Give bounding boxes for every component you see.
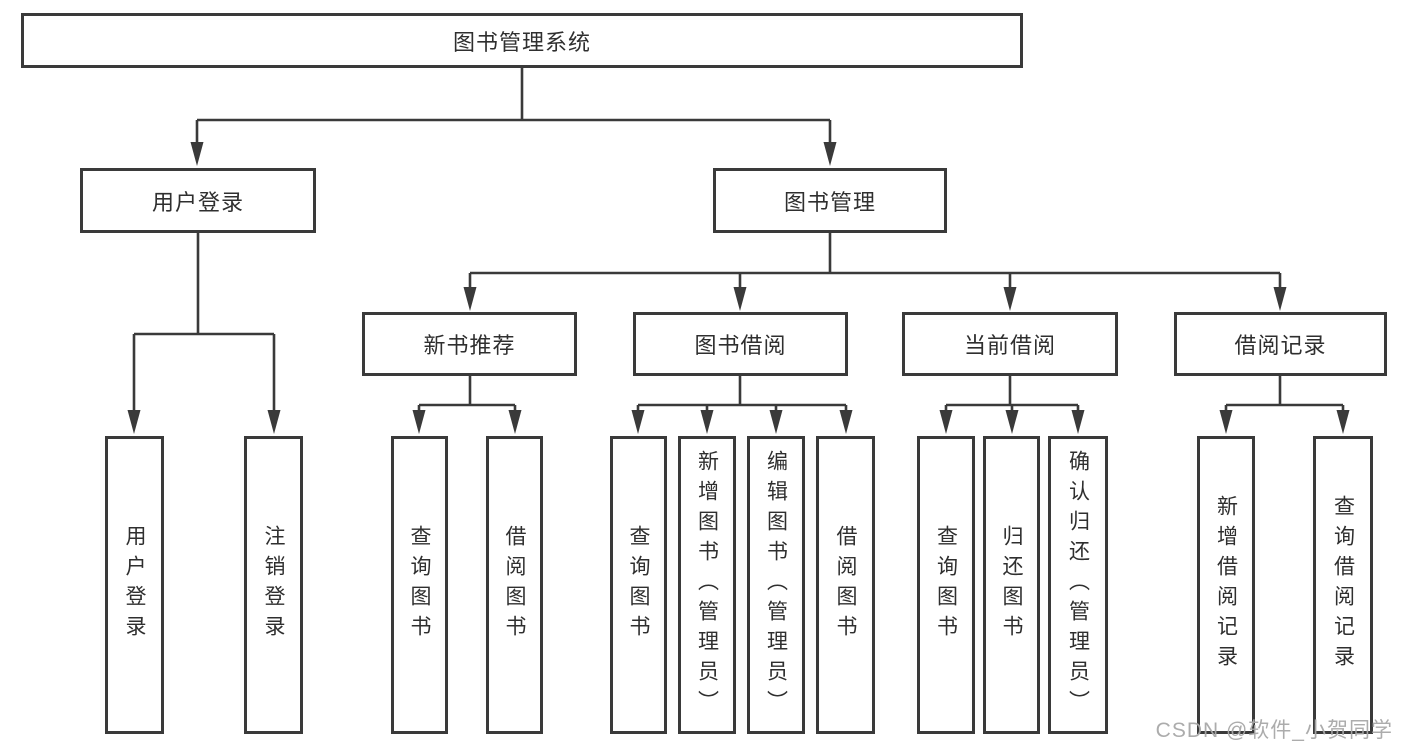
leaf-query-borrow-record: 查询借阅记录: [1313, 436, 1373, 734]
node-book-management-label: 图书管理: [783, 189, 876, 215]
node-book-borrow-label: 图书借阅: [694, 333, 787, 358]
leaf-confirm-return-admin: 确认归还（管理员）: [1048, 436, 1108, 734]
node-book-management: 图书管理: [713, 168, 947, 233]
node-root-library-system: 图书管理系统: [21, 13, 1023, 68]
node-borrow-records: 借阅记录: [1174, 312, 1387, 376]
node-current-borrow: 当前借阅: [902, 312, 1118, 376]
csdn-watermark: CSDN @软件_小贺同学: [1155, 719, 1393, 742]
leaf-return-books: 归还图书: [983, 436, 1040, 734]
leaf-recommend-query-books: 查询图书: [391, 436, 448, 734]
leaf-logout: 注销登录: [244, 436, 303, 734]
node-new-book-recommend-label: 新书推荐: [423, 333, 516, 358]
node-book-borrow: 图书借阅: [633, 312, 848, 376]
leaf-add-borrow-record: 新增借阅记录: [1197, 436, 1255, 734]
leaf-recommend-borrow-books: 借阅图书: [486, 436, 543, 734]
leaf-user-login: 用户登录: [105, 436, 164, 734]
node-new-book-recommend: 新书推荐: [362, 312, 577, 376]
node-root-label: 图书管理系统: [452, 29, 591, 55]
leaf-borrow-books: 借阅图书: [816, 436, 875, 734]
leaf-edit-books-admin: 编辑图书（管理员）: [747, 436, 805, 734]
leaf-current-query-books: 查询图书: [917, 436, 975, 734]
node-user-login: 用户登录: [80, 168, 316, 233]
node-user-login-label: 用户登录: [151, 189, 244, 215]
node-current-borrow-label: 当前借阅: [963, 333, 1056, 358]
node-borrow-records-label: 借阅记录: [1234, 333, 1327, 358]
leaf-add-books-admin: 新增图书（管理员）: [678, 436, 736, 734]
leaf-borrow-query-books: 查询图书: [610, 436, 667, 734]
